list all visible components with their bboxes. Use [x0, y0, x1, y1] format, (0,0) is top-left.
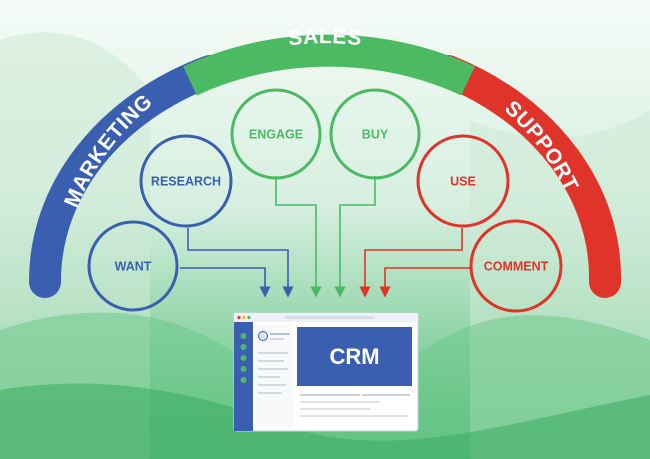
background-wave-front	[0, 383, 650, 459]
crm-text-line	[258, 392, 282, 394]
crm-window: CRM	[233, 312, 419, 432]
stage-circle-buy	[329, 88, 421, 180]
stage-label-use: USE	[450, 175, 476, 189]
crm-text-line	[300, 401, 380, 403]
crm-text-line	[270, 333, 290, 335]
crm-text-line	[258, 384, 286, 386]
crm-header-panel	[297, 327, 412, 386]
crm-title: CRM	[329, 344, 379, 369]
connector-want	[180, 267, 271, 298]
crm-sidebar-dot	[240, 377, 247, 383]
stage-label-comment: COMMENT	[484, 260, 549, 274]
stage-circle-want	[87, 220, 179, 312]
stage-circle-comment	[469, 219, 563, 313]
crm-text-line	[362, 394, 410, 396]
arc-segment-support	[432, 55, 622, 298]
connector-buy	[334, 176, 376, 298]
connector-engage	[275, 176, 322, 298]
crm-text-line	[258, 376, 280, 378]
crm-text-line	[258, 368, 288, 370]
connector-comment	[379, 267, 470, 298]
stage-circle-research	[139, 134, 233, 228]
arc-segment-sales	[183, 34, 475, 96]
crm-text-line	[300, 408, 370, 410]
stage-circles: WANT RESEARCH ENGAGE BUY USE COMMENT	[87, 88, 563, 313]
crm-sidebar-dot	[240, 333, 247, 339]
crm-address-bar	[285, 316, 375, 319]
window-maximize-icon	[247, 315, 251, 320]
stage-circle-engage	[230, 88, 322, 180]
stage-label-research: RESEARCH	[151, 175, 221, 189]
stage-label-buy: BUY	[362, 128, 389, 142]
crm-text-line	[300, 394, 360, 396]
crm-sidebar-dot	[240, 355, 247, 361]
avatar	[258, 331, 268, 341]
connectors	[180, 176, 470, 298]
crm-sidebar-dot	[240, 366, 247, 372]
crm-text-line	[258, 360, 284, 362]
crm-text-line	[270, 338, 284, 340]
crm-sidebar	[234, 322, 253, 431]
stage-label-engage: ENGAGE	[249, 128, 303, 142]
connector-use	[359, 228, 463, 298]
connector-research	[187, 228, 294, 298]
stage-circle-use	[416, 134, 510, 228]
crm-text-line	[300, 415, 408, 417]
window-minimize-icon	[242, 315, 246, 320]
stage-label-want: WANT	[115, 260, 152, 274]
lifecycle-arc	[28, 34, 622, 298]
crm-text-line	[258, 352, 288, 354]
crm-sidebar-dot	[240, 344, 247, 350]
arc-label-sales: SALES	[287, 25, 363, 50]
arc-segment-marketing	[28, 55, 226, 298]
window-close-icon	[237, 315, 241, 320]
